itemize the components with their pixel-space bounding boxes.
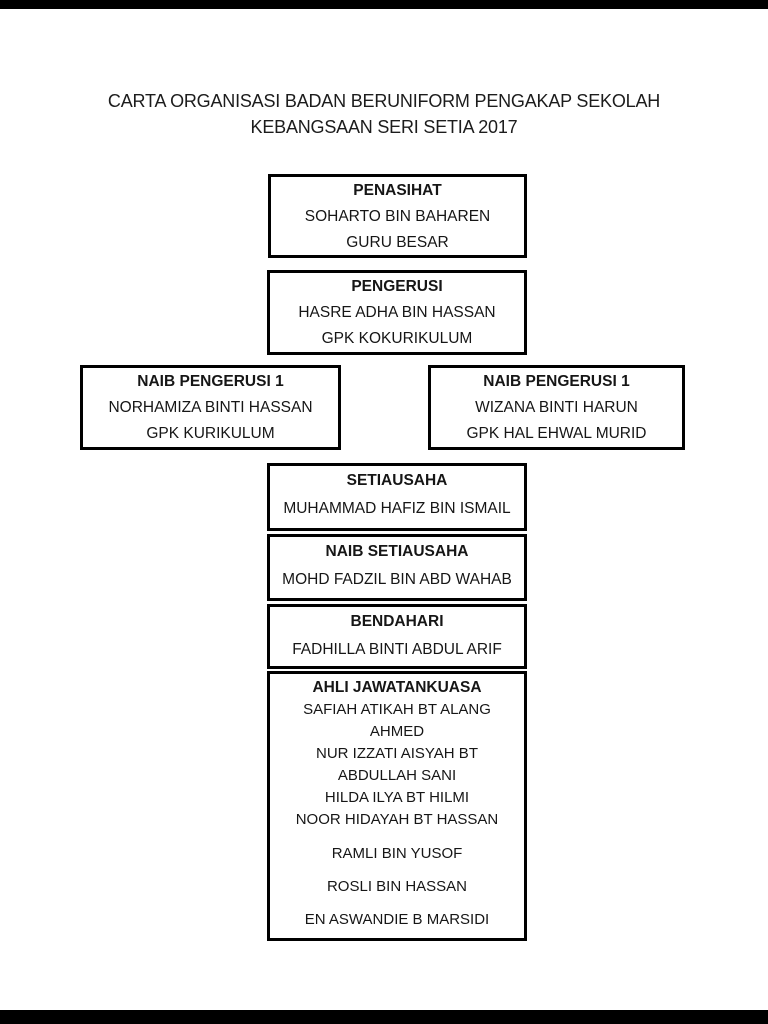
person-name: FADHILLA BINTI ABDUL ARIF <box>292 641 502 658</box>
org-box-penasihat: PENASIHAT SOHARTO BIN BAHAREN GURU BESAR <box>268 174 527 258</box>
org-box-ahli-jawatankuasa: AHLI JAWATANKUASA SAFIAH ATIKAH BT ALANG… <box>267 671 527 941</box>
person-name: HASRE ADHA BIN HASSAN <box>298 304 496 321</box>
role-label: BENDAHARI <box>350 613 444 630</box>
person-name: MOHD FADZIL BIN ABD WAHAB <box>282 571 512 588</box>
position-label: GPK KURIKULUM <box>146 425 275 442</box>
role-label: PENGERUSI <box>351 278 443 295</box>
member-name: NOOR HIDAYAH BT HASSAN <box>295 811 499 828</box>
org-box-pengerusi: PENGERUSI HASRE ADHA BIN HASSAN GPK KOKU… <box>267 270 527 355</box>
person-name: SOHARTO BIN BAHAREN <box>304 208 491 225</box>
org-box-setiausaha: SETIAUSAHA MUHAMMAD HAFIZ BIN ISMAIL <box>267 463 527 531</box>
role-label: NAIB PENGERUSI 1 <box>483 373 630 390</box>
role-label: NAIB SETIAUSAHA <box>325 543 469 560</box>
person-name: MUHAMMAD HAFIZ BIN ISMAIL <box>283 500 511 517</box>
member-name-wrap: AHMED <box>369 723 425 740</box>
bottom-edge-bar <box>0 1010 768 1024</box>
role-label: SETIAUSAHA <box>346 472 448 489</box>
member-name: HILDA ILYA BT HILMI <box>324 789 470 806</box>
member-name: RAMLI BIN YUSOF <box>331 845 463 862</box>
member-name-wrap: ABDULLAH SANI <box>337 767 457 784</box>
member-name: NUR IZZATI AISYAH BT <box>316 745 478 762</box>
page-title: CARTA ORGANISASI BADAN BERUNIFORM PENGAK… <box>0 88 768 140</box>
top-edge-bar <box>0 0 768 9</box>
position-label: GPK HAL EHWAL MURID <box>466 425 647 442</box>
org-box-naib-pengerusi-right: NAIB PENGERUSI 1 WIZANA BINTI HARUN GPK … <box>428 365 685 450</box>
role-label: NAIB PENGERUSI 1 <box>137 373 284 390</box>
page-title-line-1: CARTA ORGANISASI BADAN BERUNIFORM PENGAK… <box>107 91 661 111</box>
member-name: ROSLI BIN HASSAN <box>326 878 468 895</box>
page-title-line-2: KEBANGSAAN SERI SETIA 2017 <box>250 117 518 137</box>
org-box-bendahari: BENDAHARI FADHILLA BINTI ABDUL ARIF <box>267 604 527 669</box>
org-box-naib-setiausaha: NAIB SETIAUSAHA MOHD FADZIL BIN ABD WAHA… <box>267 534 527 601</box>
org-box-naib-pengerusi-left: NAIB PENGERUSI 1 NORHAMIZA BINTI HASSAN … <box>80 365 341 450</box>
person-name: NORHAMIZA BINTI HASSAN <box>108 399 313 416</box>
member-name: SAFIAH ATIKAH BT ALANG <box>303 701 491 718</box>
position-label: GURU BESAR <box>346 234 449 251</box>
member-name: EN ASWANDIE B MARSIDI <box>304 911 490 928</box>
person-name: WIZANA BINTI HARUN <box>475 399 638 416</box>
role-label: PENASIHAT <box>353 182 442 199</box>
role-label: AHLI JAWATANKUASA <box>312 679 482 696</box>
position-label: GPK KOKURIKULUM <box>321 330 473 347</box>
